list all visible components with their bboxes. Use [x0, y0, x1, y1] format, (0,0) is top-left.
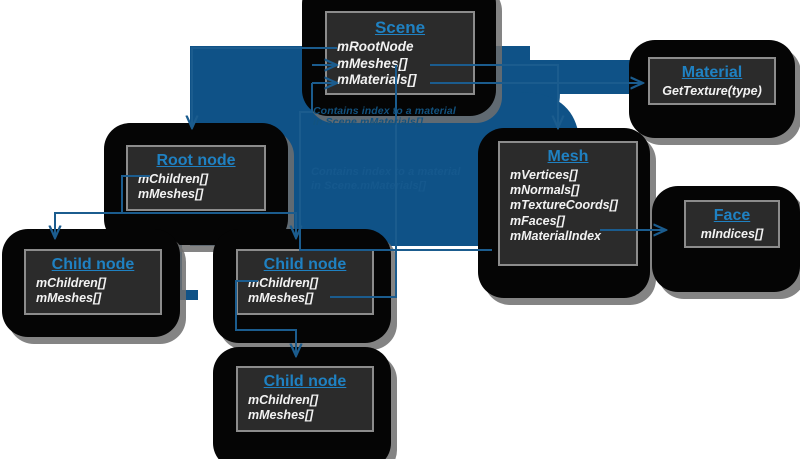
field-rootnode-mchildren: mChildren[]	[138, 171, 209, 186]
entity-fields-childnode3: mChildren[] mMeshes[]	[248, 393, 362, 424]
entity-fields-face: mIndices[]	[696, 227, 768, 242]
field-mmaterialindex: mMaterialIndex	[510, 228, 602, 243]
field-rootnode-mmeshes: mMeshes[]	[138, 187, 204, 202]
entity-box-mesh[interactable]: Mesh mVertices[] mNormals[] mTextureCoor…	[498, 141, 638, 266]
entity-title-childnode2: Child node	[263, 256, 347, 273]
entity-box-childnode3[interactable]: Child node mChildren[] mMeshes[]	[236, 366, 374, 432]
field-mmeshes: mMeshes[]	[337, 55, 408, 71]
field-childnode2-mmeshes: mMeshes[]	[248, 291, 314, 306]
entity-fields-childnode2: mChildren[] mMeshes[]	[248, 276, 362, 307]
entity-title-rootnode: Root node	[156, 152, 236, 169]
entity-box-childnode1[interactable]: Child node mChildren[] mMeshes[]	[24, 249, 162, 315]
annotation-material-index: Contains index to a material in Scene.mM…	[313, 105, 456, 129]
field-childnode2-mchildren: mChildren[]	[248, 275, 319, 290]
entity-box-rootnode[interactable]: Root node mChildren[] mMeshes[]	[126, 145, 266, 211]
field-mindices: mIndices[]	[700, 226, 764, 241]
entity-box-material[interactable]: Material GetTexture(type)	[648, 57, 776, 105]
entity-fields-mesh: mVertices[] mNormals[] mTextureCoords[] …	[510, 168, 626, 244]
entity-title-scene: Scene	[374, 18, 426, 37]
field-childnode1-mchildren: mChildren[]	[36, 275, 107, 290]
annotation-material-index-ghost: Contains index to a material in Scene.mM…	[311, 166, 461, 192]
entity-title-childnode1: Child node	[51, 256, 135, 273]
entity-fields-childnode1: mChildren[] mMeshes[]	[36, 276, 150, 307]
field-childnode3-mmeshes: mMeshes[]	[248, 408, 314, 423]
field-mfaces: mFaces[]	[510, 213, 565, 228]
entity-fields-material: GetTexture(type)	[660, 84, 764, 99]
field-mrootnode: mRootNode	[337, 39, 414, 55]
field-mvertices: mVertices[]	[510, 167, 578, 182]
entity-fields-scene: mRootNode mMeshes[] mMaterials[]	[337, 39, 463, 88]
field-mmaterials: mMaterials[]	[337, 71, 417, 87]
entity-title-mesh: Mesh	[547, 148, 589, 165]
entity-box-face[interactable]: Face mIndices[]	[684, 200, 780, 248]
field-childnode1-mmeshes: mMeshes[]	[36, 291, 102, 306]
field-mtexturecoords: mTextureCoords[]	[510, 198, 618, 213]
entity-box-scene[interactable]: Scene mRootNode mMeshes[] mMaterials[]	[325, 11, 475, 95]
entity-box-childnode2[interactable]: Child node mChildren[] mMeshes[]	[236, 249, 374, 315]
field-gettexture: GetTexture(type)	[662, 83, 762, 98]
entity-fields-rootnode: mChildren[] mMeshes[]	[138, 172, 254, 203]
field-childnode3-mchildren: mChildren[]	[248, 392, 319, 407]
field-mnormals: mNormals[]	[510, 183, 580, 198]
entity-title-face: Face	[713, 207, 751, 224]
entity-title-material: Material	[681, 64, 743, 81]
entity-title-childnode3: Child node	[263, 373, 347, 390]
